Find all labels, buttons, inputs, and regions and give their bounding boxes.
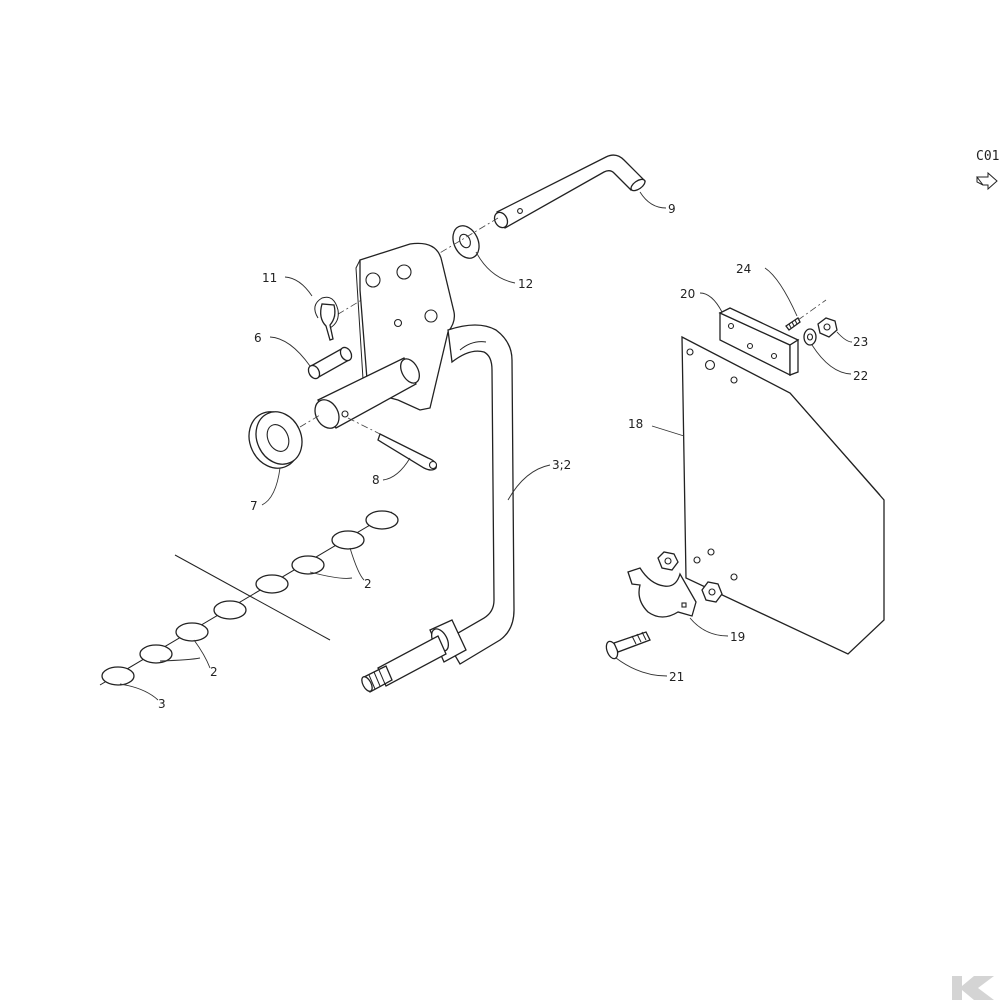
callout-9: 9 bbox=[668, 202, 676, 216]
callout-19: 19 bbox=[730, 630, 745, 644]
callout-3-2: 3;2 bbox=[552, 458, 571, 472]
callout-20: 20 bbox=[680, 287, 695, 301]
part-6-bushing bbox=[269, 336, 353, 380]
part-19-clamp-bracket bbox=[627, 551, 729, 637]
callout-6: 6 bbox=[254, 331, 262, 345]
callout-3: 3 bbox=[158, 697, 166, 711]
page-ref-code: C01 bbox=[976, 149, 999, 164]
callout-22: 22 bbox=[853, 369, 868, 383]
callout-11: 11 bbox=[262, 271, 277, 285]
callout-7: 7 bbox=[250, 499, 258, 513]
part-24-bolt bbox=[764, 267, 827, 331]
part-23-nut bbox=[817, 317, 853, 343]
callout-2-lower: 2 bbox=[210, 665, 218, 679]
callout-18: 18 bbox=[628, 417, 643, 431]
part-18-flap-plate bbox=[651, 335, 885, 655]
page-reference[interactable]: C01 bbox=[976, 149, 999, 191]
part-12-washer bbox=[452, 225, 516, 284]
part-22-washer bbox=[803, 328, 852, 375]
part-11-lynch-pin bbox=[284, 276, 339, 341]
k-logo-icon bbox=[952, 976, 994, 1000]
callout-12: 12 bbox=[518, 277, 533, 291]
callout-23: 23 bbox=[853, 335, 868, 349]
callout-21: 21 bbox=[669, 670, 684, 684]
next-page-arrow-icon bbox=[976, 171, 998, 191]
part-21-carriage-bolt bbox=[605, 631, 668, 677]
callout-2-upper: 2 bbox=[364, 577, 372, 591]
part-8-split-pin bbox=[347, 417, 438, 481]
part-20-clamp-bar bbox=[699, 292, 800, 377]
callout-8: 8 bbox=[372, 473, 380, 487]
callout-24: 24 bbox=[736, 262, 751, 276]
part-9-pin bbox=[493, 154, 667, 229]
part-3-pedal-rod bbox=[314, 324, 551, 693]
spacer-washers bbox=[99, 510, 399, 701]
part-7-large-washer bbox=[248, 411, 321, 506]
callout-labels: 9 12 11 6 7 8 3;2 2 2 3 24 20 23 22 18 1… bbox=[158, 202, 868, 711]
